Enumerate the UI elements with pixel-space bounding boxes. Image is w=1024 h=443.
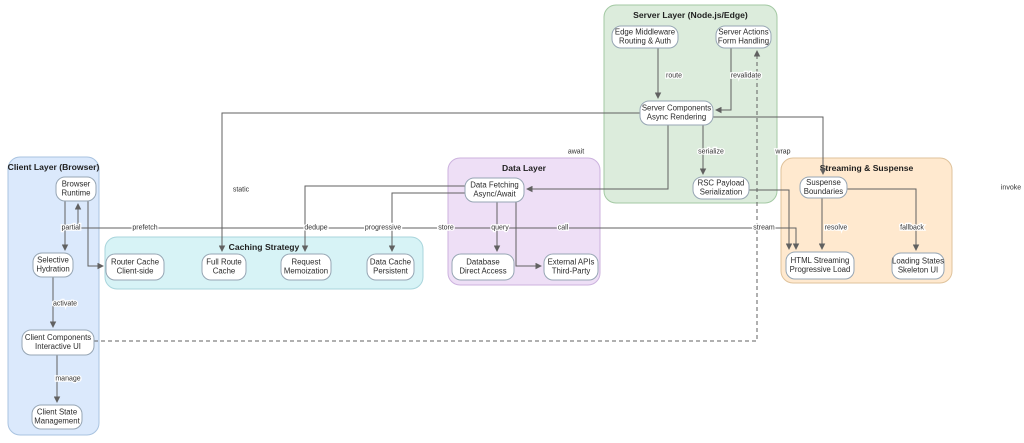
edge-label-static: static: [233, 187, 250, 194]
edge-label-wrap: wrap: [774, 149, 790, 156]
edge-label-await: await: [568, 149, 584, 156]
node-loading-states: [891, 252, 945, 280]
edge-label-stream: stream: [753, 225, 775, 232]
edge-label-query: query: [491, 225, 509, 232]
group-title-caching: Caching Strategy: [229, 242, 300, 252]
edge-label-serialize: serialize: [698, 149, 724, 156]
node-external-apis: [543, 253, 599, 281]
edge-label-fallback: fallback: [900, 225, 924, 232]
node-edge-middleware: [611, 25, 679, 49]
edge-label-manage: manage: [55, 376, 80, 383]
edge-partial-stream: [74, 203, 800, 250]
node-html-streaming: [785, 251, 855, 280]
group-title-streaming: Streaming & Suspense: [820, 163, 914, 173]
edge-await: [526, 125, 669, 193]
node-rsc-payload: [692, 176, 750, 200]
edge-wrap: [713, 116, 827, 175]
edge-label-store: store: [438, 225, 454, 232]
edge-label-invoke: invoke: [1001, 185, 1021, 192]
node-data-cache: [366, 253, 415, 281]
edge-label-dedupe: dedupe: [304, 225, 327, 232]
node-client-components: [21, 329, 95, 356]
edge-label-resolve: resolve: [825, 225, 848, 232]
edge-stream: [749, 189, 793, 250]
edge-label-activate: activate: [53, 301, 77, 308]
group-title-server-layer: Server Layer (Node.js/Edge): [633, 10, 748, 20]
edge-label-call: call: [558, 225, 569, 232]
edge-revalidate: [715, 48, 732, 114]
node-server-actions: [715, 25, 772, 49]
node-data-fetching: [464, 177, 525, 203]
edge-label-prefetch: prefetch: [132, 225, 157, 232]
node-selective-hydration: [32, 252, 74, 278]
edge-invoke: [94, 50, 761, 342]
node-client-state: [31, 404, 83, 430]
node-request-memoization: [280, 253, 332, 281]
edge-label-route: route: [666, 73, 682, 80]
node-router-cache: [105, 253, 165, 281]
group-title-data-layer: Data Layer: [502, 163, 547, 173]
edge-label-revalidate: revalidate: [731, 73, 761, 80]
node-suspense-boundaries: [799, 176, 848, 199]
node-server-components: [639, 100, 714, 126]
edge-label-progressive: progressive: [365, 225, 401, 232]
node-full-route-cache: [201, 253, 247, 281]
edge-label-partial: partial: [61, 225, 81, 232]
node-database: [451, 253, 515, 281]
group-title-client-layer: Client Layer (Browser): [8, 162, 100, 172]
edge-fallback: [847, 188, 920, 251]
node-browser-runtime: [55, 176, 97, 202]
